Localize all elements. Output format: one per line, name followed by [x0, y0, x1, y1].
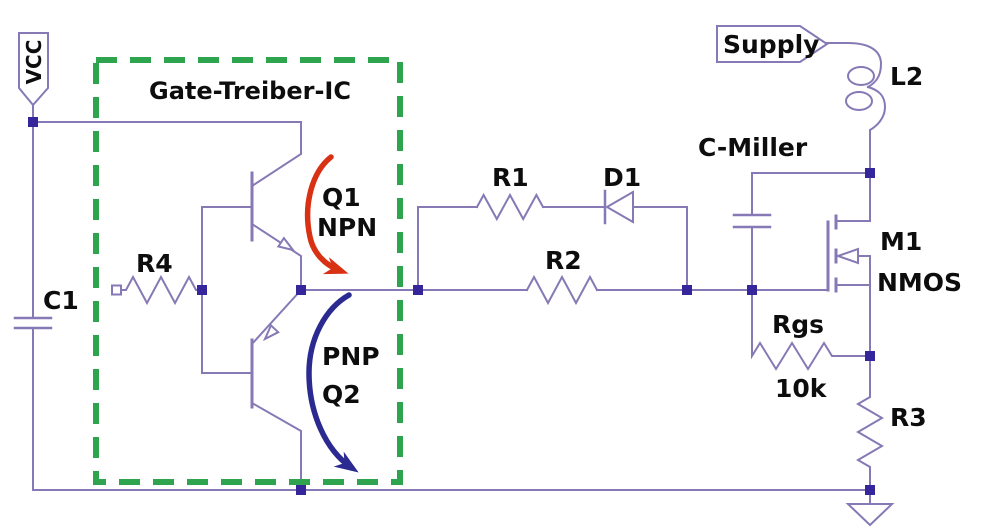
q1-label: Q1	[322, 183, 361, 212]
gate-driver-box-outline	[93, 57, 403, 485]
transistor-q1: Q1 NPN	[201, 121, 377, 291]
junction-dot	[296, 485, 306, 495]
r3-body	[856, 355, 884, 505]
c-miller-pins	[751, 172, 871, 291]
junction-dot	[865, 485, 875, 495]
q2-label: Q2	[322, 380, 361, 409]
c1-label: C1	[43, 286, 79, 315]
c1-plates	[13, 316, 53, 330]
q2-pins	[201, 288, 303, 491]
capacitor-c-miller: C-Miller	[698, 133, 871, 291]
junction-dots	[28, 117, 875, 495]
r4-input-terminal	[111, 284, 122, 296]
m1-body-arrow	[834, 247, 859, 265]
gate-driver-box-title: Gate-Treiber-IC	[149, 77, 351, 105]
junction-dot	[747, 285, 757, 295]
resistor-r4: R4	[111, 249, 203, 306]
vcc-flag-label: VCC	[22, 40, 46, 85]
mosfet-m1: M1 NMOS	[826, 172, 962, 357]
pnp-current-arrow	[306, 292, 359, 473]
r4-label: R4	[136, 249, 173, 278]
junction-dot	[865, 168, 875, 178]
r1-label: R1	[492, 163, 529, 192]
r3-label: R3	[890, 403, 927, 432]
q1-emitter-arrow	[276, 236, 296, 252]
d1-triangle	[604, 190, 634, 224]
junction-dot	[865, 351, 875, 361]
inductor-l2: L2	[826, 42, 923, 174]
q1-type-label: NPN	[317, 213, 377, 242]
d1-label: D1	[603, 163, 641, 192]
r4-body	[120, 274, 203, 306]
r2-body	[525, 274, 599, 306]
q2-type-label: PNP	[322, 342, 380, 371]
resistor-rgs: Rgs 10k	[751, 289, 871, 403]
supply-net-flag: Supply	[716, 25, 829, 63]
m1-label: M1	[880, 227, 922, 256]
transistor-q2: PNP Q2	[201, 288, 380, 491]
l2-coil-bottom	[866, 85, 887, 174]
q1-pins	[201, 121, 302, 291]
l2-loop-2	[845, 91, 873, 111]
supply-flag-shape	[716, 25, 829, 63]
rgs-body	[751, 289, 871, 371]
rgs-label: Rgs	[772, 310, 824, 339]
m1-type-label: NMOS	[877, 268, 962, 297]
m1-pins	[835, 172, 871, 357]
r2-label: R2	[545, 246, 582, 275]
vcc-ground-rails	[32, 104, 871, 491]
gate-driver-annotation-box: Gate-Treiber-IC	[93, 57, 403, 485]
junction-dot	[682, 285, 692, 295]
net-wires	[32, 104, 871, 491]
resistor-r3: R3	[856, 355, 927, 505]
q2-emitter-arrow	[262, 323, 280, 342]
vcc-flag-shape	[18, 32, 49, 107]
junction-dot	[296, 285, 306, 295]
c-miller-label: C-Miller	[698, 133, 808, 162]
resistor-r2: R2	[525, 246, 599, 306]
diode-d1: D1	[603, 163, 641, 225]
r1-body	[475, 192, 545, 222]
ground-symbol	[845, 503, 895, 527]
npn-current-arrow	[304, 154, 349, 275]
rgs-value-label: 10k	[775, 374, 828, 403]
l2-coil-top	[826, 42, 883, 89]
l2-loop-1	[847, 66, 875, 86]
vcc-net-flag: VCC	[18, 32, 49, 107]
resistor-r1: R1	[475, 163, 545, 222]
supply-flag-label: Supply	[723, 30, 819, 59]
junction-dot	[413, 285, 423, 295]
snubber-branch-wire	[417, 206, 688, 291]
capacitor-c1: C1	[13, 286, 79, 330]
junction-dot	[28, 117, 38, 127]
junction-dot	[197, 285, 207, 295]
c-miller-plates	[732, 213, 772, 229]
l2-label: L2	[890, 62, 923, 91]
